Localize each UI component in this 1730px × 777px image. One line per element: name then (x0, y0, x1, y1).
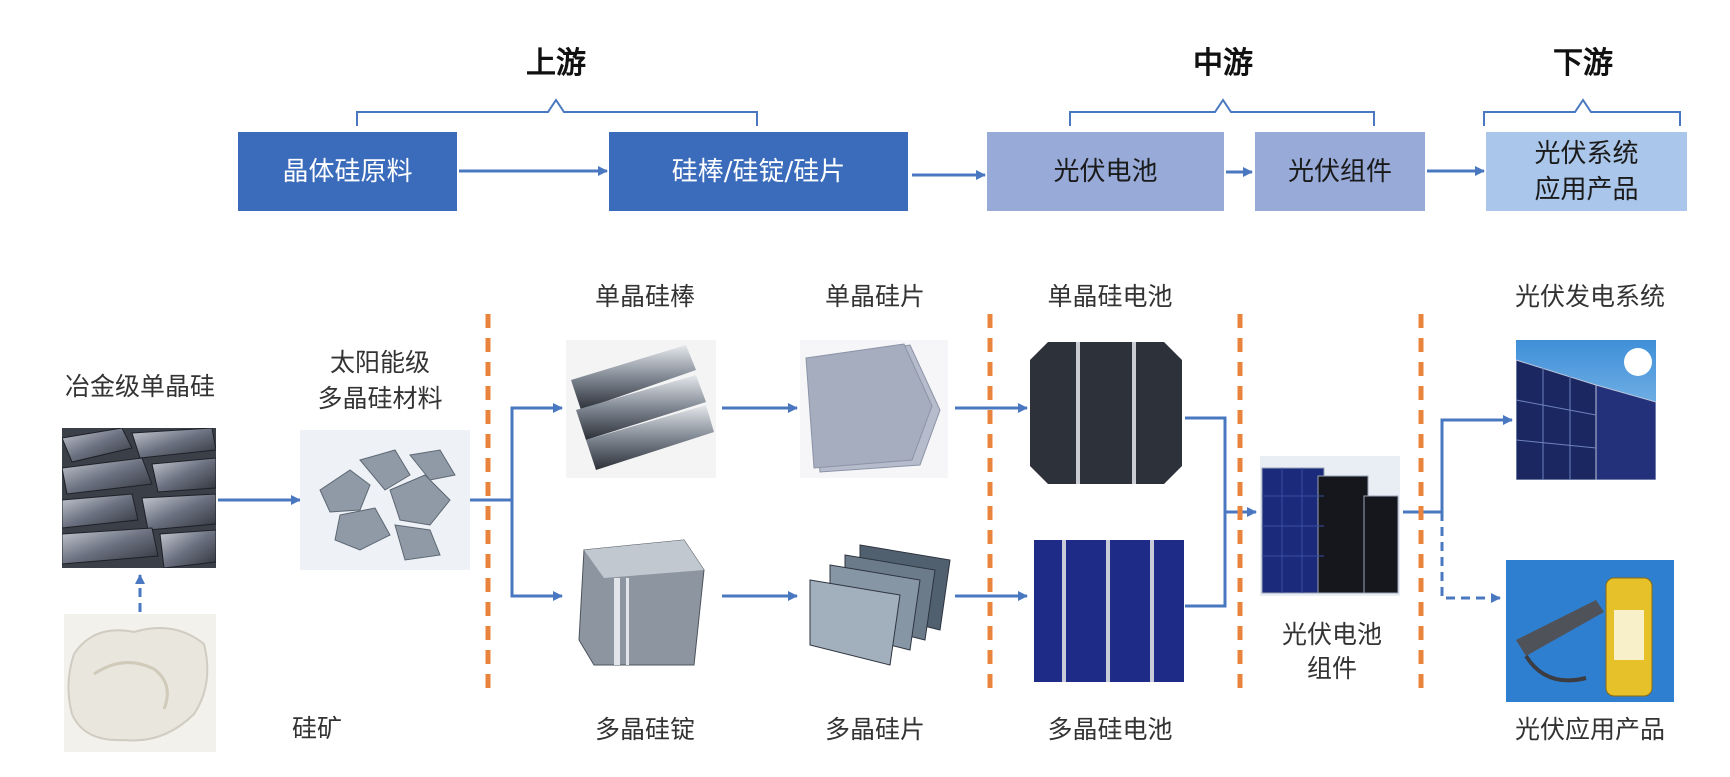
solar-poly-material-photo (300, 430, 470, 570)
label-poly-ingot: 多晶硅锭 (594, 715, 695, 744)
box-pv-system-label-1: 光伏系统 (1534, 138, 1639, 169)
box-raw-material-label: 晶体硅原料 (282, 156, 413, 187)
box-pv-system-label-2: 应用产品 (1534, 174, 1639, 205)
midstream-bracket (1069, 98, 1375, 126)
arrow-to-mono-rod (510, 403, 563, 500)
arrow-to-poly-ingot (510, 500, 563, 601)
power-system-photo (1516, 340, 1656, 480)
downstream-bracket (1483, 98, 1681, 126)
label-power-system: 光伏发电系统 (1514, 282, 1665, 311)
pv-module-photo (1260, 456, 1400, 596)
label-silicon-ore: 硅矿 (291, 714, 342, 743)
label-solar-poly-1: 太阳能级 (329, 348, 430, 377)
label-solar-poly-2: 多晶硅材料 (317, 384, 443, 413)
stage-title-midstream: 中游 (1193, 46, 1253, 81)
box-pv-system: 光伏系统 应用产品 (1486, 132, 1687, 211)
mono-cell-photo (1030, 342, 1182, 484)
stage-title-downstream: 下游 (1553, 46, 1613, 81)
label-mono-rod: 单晶硅棒 (594, 282, 695, 311)
label-mono-wafer: 单晶硅片 (824, 282, 925, 311)
label-poly-cell: 多晶硅电池 (1047, 715, 1173, 744)
label-metallurgical-silicon: 冶金级单晶硅 (64, 372, 215, 401)
silicon-ore-photo (64, 614, 216, 752)
stage-title-upstream: 上游 (526, 46, 586, 81)
label-module-1: 光伏电池 (1281, 620, 1382, 649)
box-pv-cell-label: 光伏电池 (1053, 156, 1158, 187)
label-module-2: 组件 (1306, 654, 1357, 683)
label-application-products: 光伏应用产品 (1514, 715, 1665, 744)
application-products-photo (1506, 560, 1674, 702)
poly-ingot-photo (574, 530, 714, 670)
poly-cell-photo (1034, 540, 1184, 682)
mono-wafer-photo (800, 340, 948, 478)
poly-wafer-photo (800, 540, 952, 672)
upstream-bracket (356, 98, 758, 126)
box-pv-cell: 光伏电池 (987, 132, 1224, 211)
box-pv-module: 光伏组件 (1255, 132, 1425, 211)
label-mono-cell: 单晶硅电池 (1047, 282, 1173, 311)
box-raw-material: 晶体硅原料 (238, 132, 457, 211)
metallurgical-silicon-photo (62, 428, 216, 568)
box-pv-module-label: 光伏组件 (1287, 156, 1392, 187)
box-rod-ingot-wafer: 硅棒/硅锭/硅片 (609, 132, 908, 211)
arrow-to-application-products (1440, 512, 1501, 603)
mono-rod-photo (566, 340, 716, 478)
box-rod-ingot-wafer-label: 硅棒/硅锭/硅片 (671, 156, 846, 187)
arrow-cells-to-module (1185, 416, 1227, 608)
label-poly-wafer: 多晶硅片 (824, 715, 925, 744)
